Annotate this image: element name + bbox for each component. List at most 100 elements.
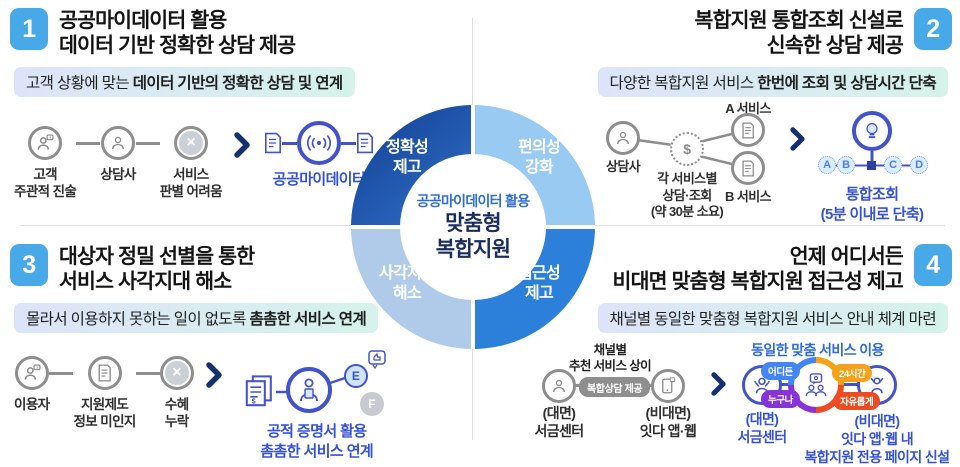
section-4-title-line1: 언제 어디서든 [789, 245, 904, 268]
service-e-node: E [343, 364, 368, 388]
document-icon [264, 132, 282, 154]
donut-center-title-1: 맞춤형 [445, 212, 502, 236]
section-1-header: 1 공공마이데이터 활용 데이터 기반 정확한 상담 제공 고객 상황에 맞는 … [10, 8, 355, 97]
section-1-highlight: 고객 상황에 맞는 데이터 기반의 정확한 상담 및 연계 [14, 67, 355, 97]
public-mydata-group: 공공마이데이터 [264, 121, 374, 190]
svg-text:?: ? [49, 136, 52, 140]
step-counselor-label-1: 상담사 [100, 167, 136, 182]
composite-counsel-pill: 복합상담 제공 [579, 377, 651, 397]
counselor-icon [542, 369, 576, 403]
connector [841, 383, 861, 386]
face-to-face-label: (대면)서금센터 [534, 405, 584, 440]
document-icon [356, 132, 374, 154]
document-icon [87, 356, 122, 390]
public-mydata-label: 공공마이데이터 [272, 171, 366, 188]
section-1-title-row: 1 공공마이데이터 활용 데이터 기반 정확한 상담 제공 [10, 8, 296, 58]
step-counselor: 상담사 [100, 126, 136, 183]
hub-node [867, 161, 876, 170]
service-c-node: C [884, 156, 902, 174]
service-b-node: B [837, 156, 855, 174]
non-face-to-face-label: (비대면)잇다 앱·웹 [639, 405, 697, 440]
svg-text:$: $ [251, 396, 255, 405]
section-1-title-line1: 공공마이데이터 활용 [59, 9, 227, 32]
counselor-label: 상담사 [605, 159, 641, 174]
service-d-node: D [910, 156, 928, 174]
counselor-icon [606, 121, 640, 155]
section-3-highlight-bold: 촘촘한 서비스 연계 [249, 311, 367, 328]
section-2-header: 복합지원 통합조회 신설로 신속한 상담 제공 2 다양한 복합지원 서비스 한… [597, 8, 952, 97]
section-4-header: 언제 어디서든 비대면 맞춤형 복합지원 접근성 제고 4 채널별 동일한 맞춤… [597, 244, 952, 333]
section-2-highlight-normal: 다양한 복합지원 서비스 [609, 75, 758, 92]
section-2-title-line1: 복합지원 통합조회 신설로 [694, 9, 904, 32]
section-4-title: 언제 어디서든 비대면 맞춤형 복합지원 접근성 제고 [613, 244, 904, 294]
section-2-title: 복합지원 통합조회 신설로 신속한 상담 제공 [694, 8, 904, 58]
section-1-number-badge: 1 [10, 8, 48, 50]
step-difficulty-label-2: 판별 어려움 [159, 184, 223, 200]
face-to-face-center-label: (대면)서금센터 [737, 411, 787, 446]
donut-center-subtitle: 공공마이데이터 활용 [416, 193, 531, 210]
step-difficulty-label-1: 서비스 [173, 167, 209, 182]
x-mark-icon: × [173, 126, 208, 160]
connector [341, 141, 356, 145]
connector [135, 372, 160, 375]
x-mark-icon: × [159, 356, 194, 390]
connector [282, 141, 297, 145]
connector [135, 142, 160, 145]
service-a-node: A [818, 156, 836, 174]
document-icon [731, 151, 765, 185]
coin-icon: $ [670, 132, 704, 166]
tag-freely: 자유롭게 [833, 392, 881, 410]
donut-center-title-2: 복합지원 [435, 238, 511, 261]
step-customer-label-2: 주관적 진술 [14, 184, 77, 200]
section-4-title-row: 언제 어디서든 비대면 맞춤형 복합지원 접근성 제고 4 [613, 244, 952, 294]
service-a-label: A 서비스 [725, 101, 771, 116]
section-4-number-badge: 4 [914, 244, 952, 286]
customer-icon: ? [28, 126, 63, 160]
section-3-title-line1: 대상자 정밀 선별을 통한 [59, 245, 255, 268]
tag-24hours: 24시간 [832, 364, 873, 382]
integrated-search-label: 통합조회(5분 이내로 단축) [820, 186, 924, 223]
section-1-title: 공공마이데이터 활용 데이터 기반 정확한 상담 제공 [59, 8, 296, 58]
arrow-right-icon [711, 372, 726, 401]
document-icon [731, 113, 765, 147]
service-f-node: F [359, 392, 384, 416]
section-1-highlight-bold: 데이터 기반의 정확한 상담 및 연계 [132, 75, 343, 92]
arrow-right-icon [234, 132, 250, 163]
broadcast-icon [297, 121, 341, 165]
section-3-header: 3 대상자 정밀 선별을 통한 서비스 사각지대 해소 몰라서 이용하지 못하는… [10, 244, 379, 333]
thumbs-up-bubble-icon [367, 350, 386, 370]
section-4-highlight: 채널별 동일한 맞춤형 복합지원 서비스 안내 체계 마련 [597, 303, 948, 333]
donut-center: 공공마이데이터 활용 맞춤형 복합지원 [400, 154, 546, 300]
documents-stack-icon: $ [245, 375, 272, 407]
section-2-highlight-bold: 한번에 조회 및 상담시간 단축 [757, 75, 936, 92]
section-1-highlight-normal: 고객 상황에 맞는 [26, 75, 133, 92]
consultation-people-icon [794, 363, 838, 407]
same-service-heading: 동일한 맞춤 서비스 이용 [751, 342, 884, 358]
svg-text:?: ? [36, 366, 39, 370]
section-2-highlight: 다양한 복합지원 서비스 한번에 조회 및 상담시간 단축 [597, 67, 948, 97]
step-customer-label-1: 고객 [33, 167, 57, 182]
counselor-icon [101, 126, 135, 160]
connector [76, 142, 101, 145]
step-user: ? 이용자 [14, 356, 50, 413]
person-clipboard-icon [285, 367, 332, 413]
section-3-number-badge: 3 [10, 244, 48, 286]
